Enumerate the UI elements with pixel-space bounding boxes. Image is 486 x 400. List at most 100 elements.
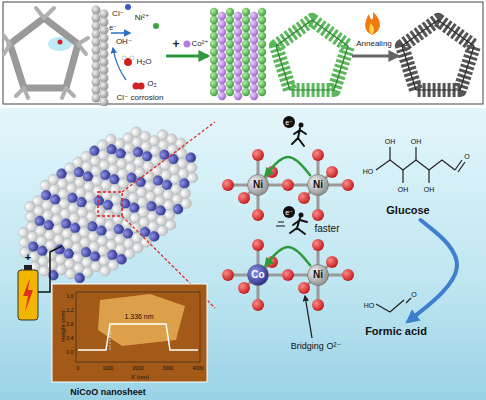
nickel-atom-ball (92, 70, 101, 79)
layer-atom-ball (218, 84, 226, 92)
nickel-atom-ball (100, 82, 109, 91)
layer-atom-ball (250, 36, 258, 44)
label-text: 3000 (162, 366, 173, 371)
carbonyl-bond (406, 298, 411, 303)
nickel-atom-ball (100, 74, 109, 83)
label-text: 2000 (132, 366, 143, 371)
nickel-atom: Ni (307, 174, 329, 196)
flower-ring (276, 20, 348, 90)
label-text: 0 (77, 366, 80, 371)
cobalt-atom: Co (247, 264, 269, 286)
layer-atom-ball (242, 88, 250, 96)
layer-atom-ball (234, 60, 242, 68)
layer-atom-ball (242, 48, 250, 56)
layer-atom-ball (218, 60, 226, 68)
nickel-atom-ball (92, 94, 101, 103)
nickel-atom-ball (100, 90, 109, 99)
label-text: 0.4 (67, 336, 74, 341)
molecule-name: Glucose (377, 202, 439, 218)
nickel-atom: Ni (307, 264, 329, 286)
flame-core (369, 23, 374, 35)
battery-cap (24, 265, 32, 270)
layer-atom-ball (250, 52, 258, 60)
node-text: Ni (313, 270, 323, 280)
runner-figure (290, 218, 307, 234)
layer-atom-ball (218, 36, 226, 44)
layer-atom-ball (210, 56, 218, 64)
label-text: H₂O (136, 58, 151, 66)
height-profile (78, 324, 198, 350)
oxygen-atom (326, 256, 338, 268)
layer-atom-ball (226, 24, 234, 32)
panel-divider (0, 106, 486, 108)
label-text: OH (424, 186, 435, 193)
layer-atom-ball (258, 56, 266, 64)
layer-atom-ball (234, 92, 242, 100)
runner-figure (292, 128, 306, 146)
water-hydrogen (130, 56, 134, 60)
nickel-ion (153, 23, 159, 29)
nickel-atom-ball (100, 66, 109, 75)
label-text: HO (363, 168, 374, 175)
label-text: e⁻ (285, 119, 293, 126)
layer-atom-ball (226, 72, 234, 80)
corrosion-species (111, 4, 159, 90)
layer-atom-ball (250, 60, 258, 68)
layer-atom-ball (258, 88, 266, 96)
layer-atom-ball (234, 52, 242, 60)
carbon-chain (376, 160, 455, 170)
oxygen-atom (342, 269, 354, 281)
layer-atom-ball (234, 76, 242, 84)
nickel-atom-ball (100, 42, 109, 51)
label-text: O (464, 153, 469, 160)
layer-atom-ball (242, 24, 250, 32)
nickel-atom-ball (92, 54, 101, 63)
lattice-atom (185, 170, 199, 184)
nickel-plate (92, 6, 109, 107)
layer-atom-ball (242, 56, 250, 64)
layer-atom-ball (218, 28, 226, 36)
layer-atom-ball (258, 72, 266, 80)
layer-atom-ball (234, 68, 242, 76)
molecule-name: Formic acid (358, 323, 434, 339)
layer-atom-ball (242, 16, 250, 24)
layer-atom-ball (250, 28, 258, 36)
layer-atom-ball (218, 92, 226, 100)
electron-transfer-arrow (266, 247, 310, 265)
oxygen-atom (298, 192, 310, 204)
layer-atom-ball (250, 84, 258, 92)
runner-head (299, 123, 304, 128)
layer-atom-ball (226, 32, 234, 40)
runner-icon (283, 116, 306, 146)
oxygen-atom (342, 179, 354, 191)
atom-sphere (308, 175, 329, 196)
lattice-atom (163, 218, 177, 232)
layer-atom-ball (234, 28, 242, 36)
layer-atom-ball (258, 8, 266, 16)
plot-frame (76, 292, 200, 362)
atom-sphere (248, 175, 269, 196)
layer-atom-ball (250, 76, 258, 84)
speed-lines (276, 222, 285, 226)
flame-icon (365, 12, 380, 35)
glucose-structure (376, 147, 465, 183)
layer-atom-ball (226, 48, 234, 56)
water-hydrogen (122, 56, 126, 60)
nickel-atom-ball (92, 86, 101, 95)
label-text: OH (385, 138, 396, 145)
process-arrow (166, 55, 208, 58)
label-text: 0.0 (67, 350, 74, 355)
layer-atom-ball (210, 24, 218, 32)
label-text: e⁻ (285, 209, 293, 216)
zoom-box (98, 192, 122, 216)
acid-bond (376, 300, 404, 312)
afm-image (52, 284, 207, 382)
nickel-atom: Ni (247, 174, 269, 196)
label-text: Bridging O²⁻ (291, 342, 341, 351)
layer-atom-ball (218, 20, 226, 28)
layer-atom-ball (234, 44, 242, 52)
layer-atom-ball (210, 88, 218, 96)
label-text: + (25, 252, 31, 263)
